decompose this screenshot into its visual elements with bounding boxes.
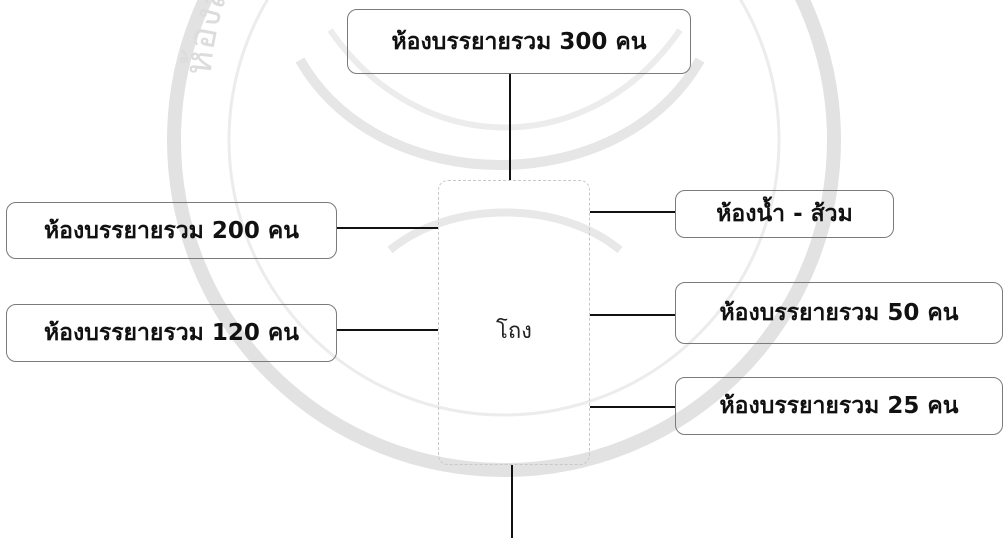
node-lecture-hall-50: ห้องบรรยายรวม 50 คน	[675, 282, 1003, 344]
node-restroom: ห้องน้ำ - ส้วม	[675, 190, 894, 238]
node-label: ห้องน้ำ - ส้วม	[716, 201, 853, 227]
node-label: ห้องบรรยายรวม 50 คน	[719, 300, 959, 326]
node-label: ห้องบรรยายรวม 200 คน	[44, 217, 299, 244]
node-label: ห้องบรรยายรวม 120 คน	[44, 320, 299, 346]
hub-label: โถง	[496, 319, 532, 344]
node-lecture-hall-25: ห้องบรรยายรวม 25 คน	[675, 377, 1003, 435]
node-hall: โถง	[438, 180, 590, 465]
node-lecture-hall-300: ห้องบรรยายรวม 300 คน	[347, 9, 691, 74]
node-lecture-hall-200: ห้องบรรยายรวม 200 คน	[6, 202, 337, 259]
node-label: ห้องบรรยายรวม 25 คน	[719, 393, 959, 419]
node-label: ห้องบรรยายรวม 300 คน	[391, 28, 647, 55]
node-lecture-hall-120: ห้องบรรยายรวม 120 คน	[6, 304, 337, 362]
